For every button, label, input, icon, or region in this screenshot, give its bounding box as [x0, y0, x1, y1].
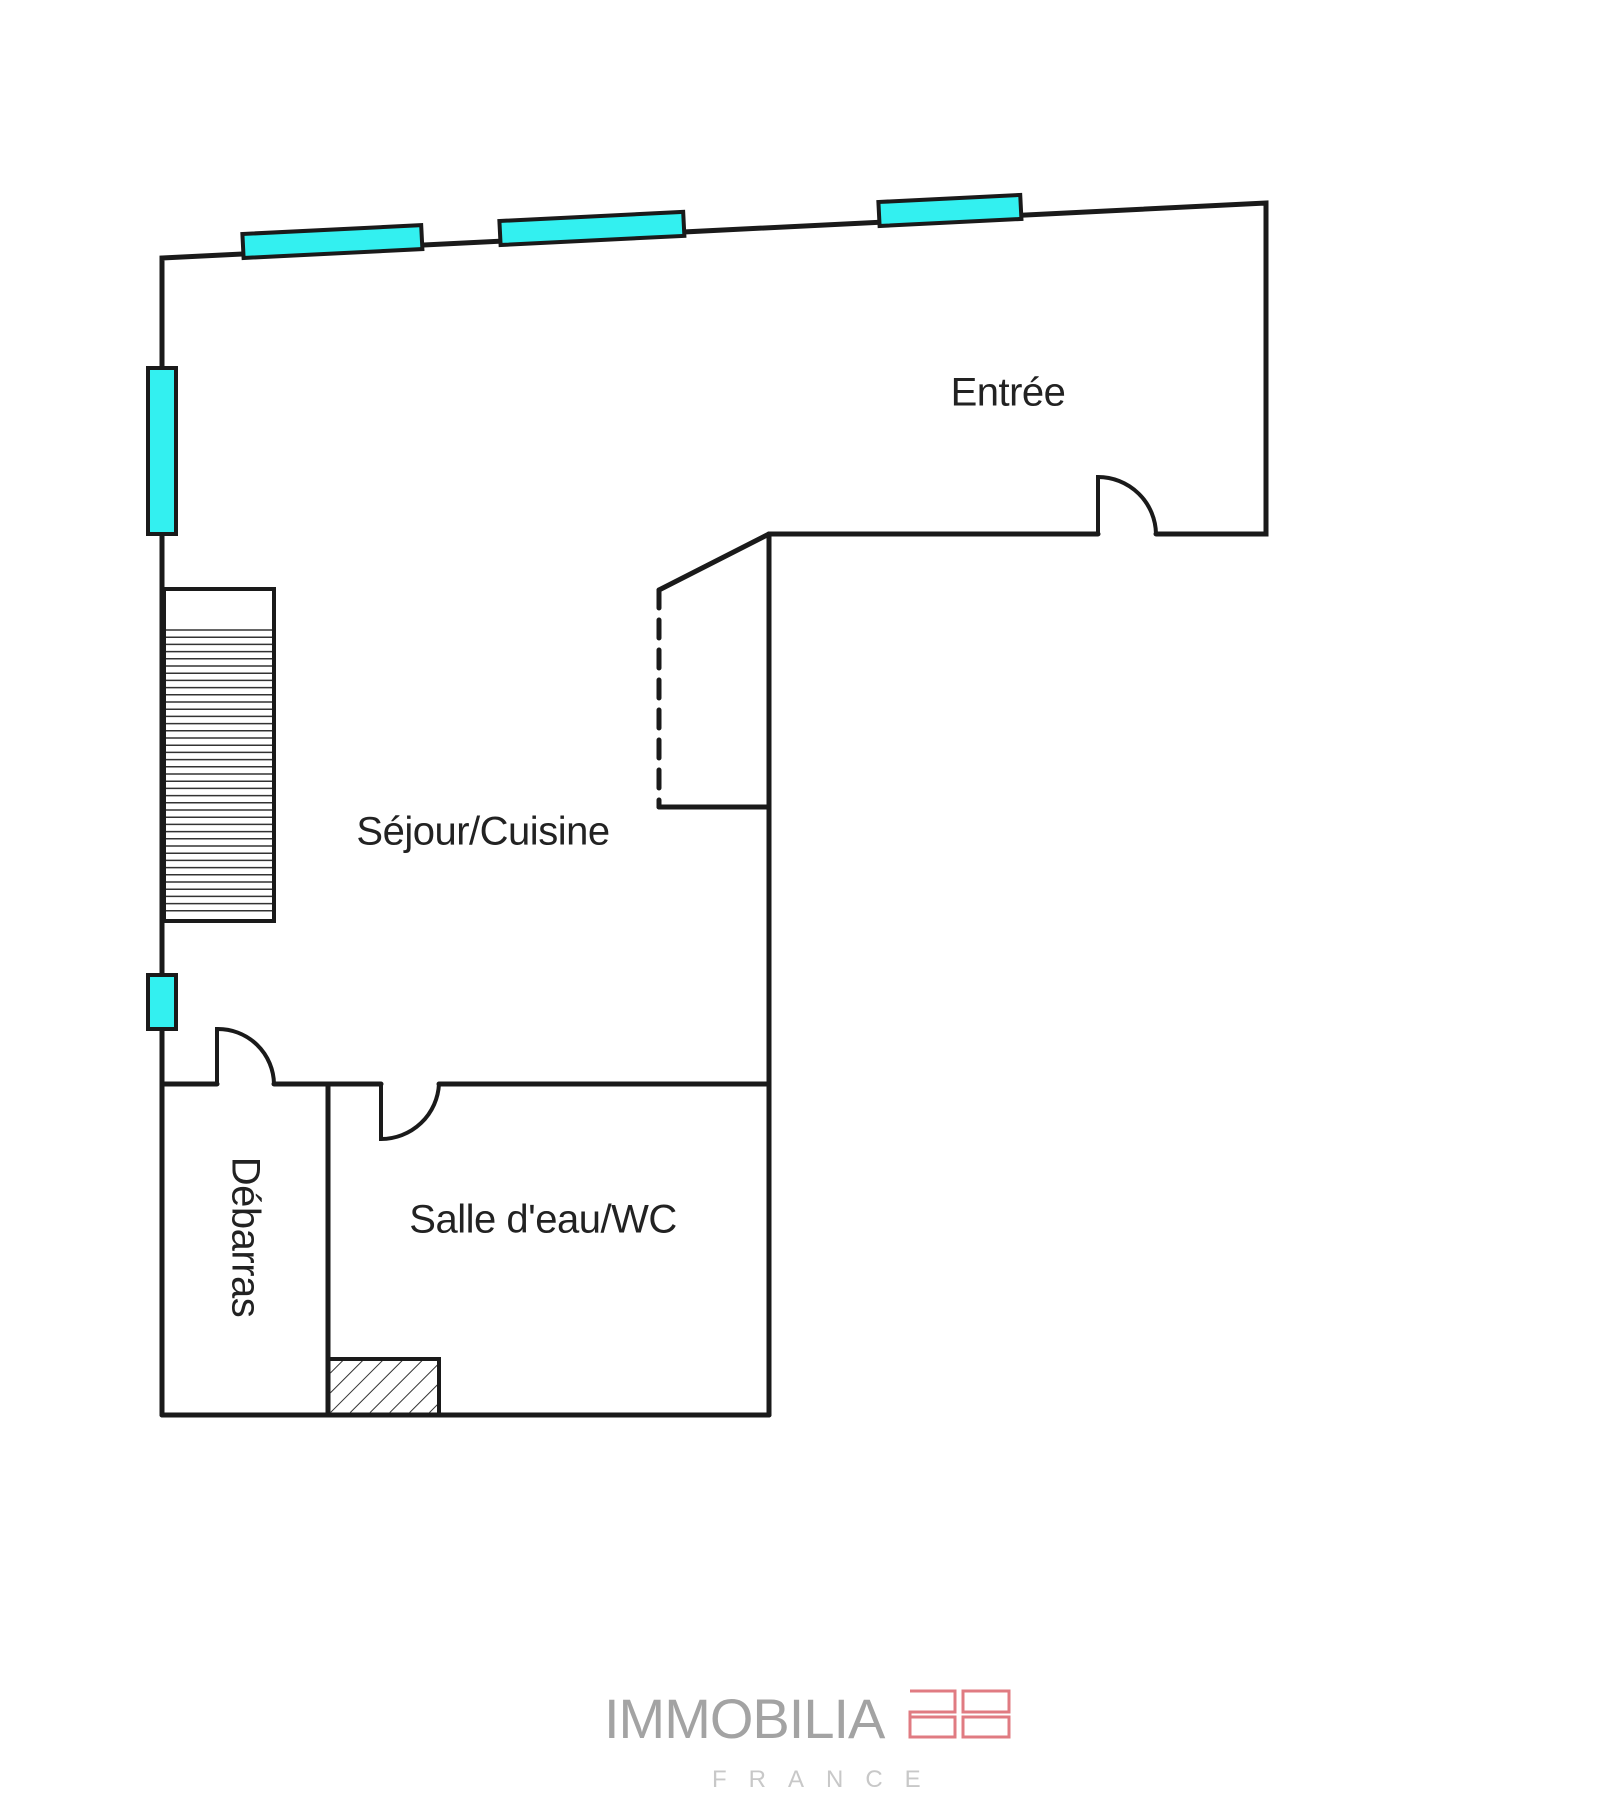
- logo-country: FRANCE: [712, 1766, 943, 1793]
- room-label-entree: Entrée: [950, 370, 1066, 415]
- wall-diagonal: [656, 531, 772, 593]
- shower-tray: [326, 1357, 441, 1417]
- door-salle-eau[interactable]: [379, 1082, 441, 1142]
- window-top-2: [497, 209, 687, 248]
- logo-name: IMMOBILIA: [604, 1687, 885, 1750]
- stairs: [162, 587, 276, 923]
- window-top-3: [876, 192, 1024, 229]
- door-debarras[interactable]: [215, 1026, 276, 1086]
- room-label-debarras: Débarras: [223, 1156, 268, 1318]
- stair-treads: [166, 629, 272, 912]
- window-left-1: [146, 366, 178, 536]
- room-label-salle-eau: Salle d'eau/WC: [409, 1197, 677, 1242]
- door-entree[interactable]: [1096, 474, 1158, 536]
- room-label-sejour: Séjour/Cuisine: [356, 809, 610, 854]
- window-top-1: [240, 223, 425, 261]
- window-left-2: [146, 973, 178, 1031]
- logo-20-icon: [908, 1689, 1011, 1739]
